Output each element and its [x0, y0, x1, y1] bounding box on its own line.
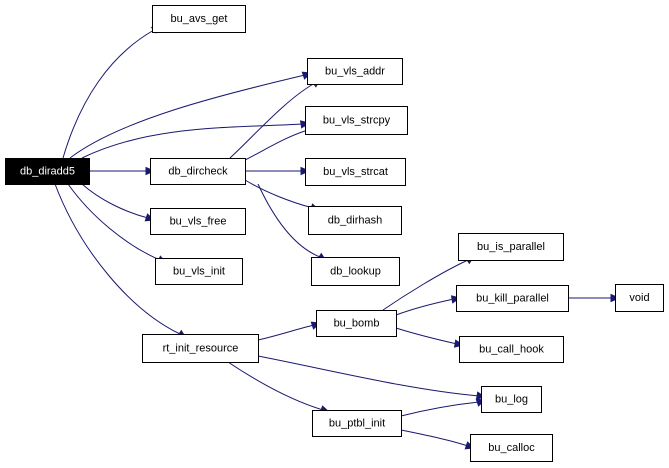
node-bu-avs-get[interactable]: bu_avs_get	[152, 5, 246, 33]
node-db-lookup[interactable]: db_lookup	[311, 257, 400, 286]
node-box	[308, 206, 402, 235]
node-bu-vls-addr[interactable]: bu_vls_addr	[307, 58, 403, 85]
edge-line	[400, 401, 480, 417]
edge-bu-bomb-to-bu-kill-parallel	[395, 295, 462, 316]
edge-bu-ptbl-init-to-bu-log	[400, 398, 487, 417]
node-box	[307, 58, 403, 85]
node-void[interactable]: void	[615, 284, 664, 312]
edge-line	[395, 327, 458, 345]
node-box	[470, 434, 553, 462]
edge-line	[69, 74, 306, 159]
edge-line	[257, 355, 480, 397]
node-db-dircheck[interactable]: db_dircheck	[150, 158, 246, 185]
node-db-dirhash[interactable]: db_dirhash	[308, 206, 402, 235]
edge-db-diradd5-to-bu-avs-get	[62, 24, 161, 159]
node-bu-calloc[interactable]: bu_calloc	[470, 434, 553, 462]
edge-line	[257, 324, 315, 341]
node-box	[305, 158, 406, 186]
node-bu-ptbl-init[interactable]: bu_ptbl_init	[312, 410, 402, 437]
edge-line	[382, 259, 469, 311]
node-box	[311, 257, 400, 286]
edge-rt-init-resource-to-bu-bomb	[257, 321, 322, 341]
node-rt-init-resource[interactable]: rt_init_resource	[142, 334, 259, 363]
node-box	[5, 158, 90, 185]
node-box	[150, 158, 246, 185]
node-label: db_lookup	[330, 266, 381, 278]
node-label: bu_log	[495, 394, 528, 406]
node-box	[481, 386, 542, 413]
edge-line	[54, 183, 181, 335]
node-box	[305, 106, 408, 135]
node-box	[312, 410, 402, 437]
node-box	[456, 285, 569, 312]
edge-line	[62, 29, 155, 159]
edge-bu-kill-parallel-to-void	[568, 293, 621, 303]
edge-rt-init-resource-to-bu-ptbl-init	[227, 361, 331, 414]
node-label: bu_vls_init	[173, 266, 225, 278]
edge-bu-bomb-to-bu-call-hook	[395, 327, 465, 348]
node-bu-is-parallel[interactable]: bu_is_parallel	[458, 233, 564, 261]
edge-line	[227, 361, 324, 411]
node-bu-call-hook[interactable]: bu_call_hook	[459, 336, 564, 363]
node-bu-vls-init[interactable]: bu_vls_init	[155, 258, 243, 285]
edge-line	[244, 129, 309, 161]
node-label: bu_ptbl_init	[329, 418, 385, 430]
edge-db-diradd5-to-bu-vls-free	[81, 183, 156, 222]
edge-db-diradd5-to-db-dircheck	[89, 166, 156, 176]
node-bu-vls-free[interactable]: bu_vls_free	[150, 208, 246, 235]
node-label: bu_avs_get	[171, 13, 228, 25]
node-db-diradd5: db_diradd5	[5, 158, 90, 185]
node-label: bu_is_parallel	[477, 241, 545, 253]
node-label: bu_calloc	[488, 442, 535, 454]
edge-line	[257, 183, 321, 258]
node-bu-log[interactable]: bu_log	[481, 386, 542, 413]
edge-line	[81, 123, 304, 159]
edge-db-dircheck-to-bu-vls-strcat	[245, 166, 311, 176]
edge-line	[395, 298, 455, 316]
node-box	[615, 284, 664, 312]
node-bu-kill-parallel[interactable]: bu_kill_parallel	[456, 285, 569, 312]
node-box	[152, 5, 246, 33]
node-box	[459, 336, 564, 363]
node-label: bu_vls_free	[170, 216, 227, 228]
edge-line	[67, 183, 161, 261]
edge-line	[81, 183, 149, 219]
nodes-layer: db_diradd5 bu_avs_get bu_vls_addr bu_vls_st…	[5, 5, 664, 462]
node-box	[458, 233, 564, 261]
edge-bu-ptbl-init-to-bu-calloc	[400, 429, 476, 450]
node-bu-vls-strcpy[interactable]: bu_vls_strcpy	[305, 106, 408, 135]
node-bu-vls-strcat[interactable]: bu_vls_strcat	[305, 158, 406, 186]
node-label: db_dirhash	[328, 215, 382, 227]
edge-db-diradd5-to-bu-vls-addr	[69, 71, 313, 159]
node-label: bu_vls_addr	[325, 66, 385, 78]
node-label: bu_call_hook	[479, 344, 544, 356]
edge-line	[229, 82, 316, 159]
node-label: bu_vls_strcpy	[323, 115, 391, 127]
node-box	[150, 208, 246, 235]
edge-line	[400, 429, 469, 447]
edge-rt-init-resource-to-bu-log	[257, 355, 487, 400]
node-label: rt_init_resource	[163, 343, 239, 355]
node-label: db_dircheck	[168, 166, 228, 178]
node-label: bu_kill_parallel	[476, 293, 549, 305]
node-box	[316, 310, 397, 337]
node-bu-bomb[interactable]: bu_bomb	[316, 310, 397, 337]
edge-db-dircheck-to-bu-vls-strcpy	[244, 126, 316, 161]
node-label: db_diradd5	[20, 166, 75, 178]
node-box	[142, 334, 259, 363]
node-label: bu_bomb	[334, 318, 380, 330]
edge-line	[244, 179, 314, 209]
node-box	[155, 258, 243, 285]
node-label: bu_vls_strcat	[323, 166, 388, 178]
edge-db-diradd5-to-bu-vls-strcpy	[81, 120, 311, 159]
node-label: void	[629, 292, 649, 304]
